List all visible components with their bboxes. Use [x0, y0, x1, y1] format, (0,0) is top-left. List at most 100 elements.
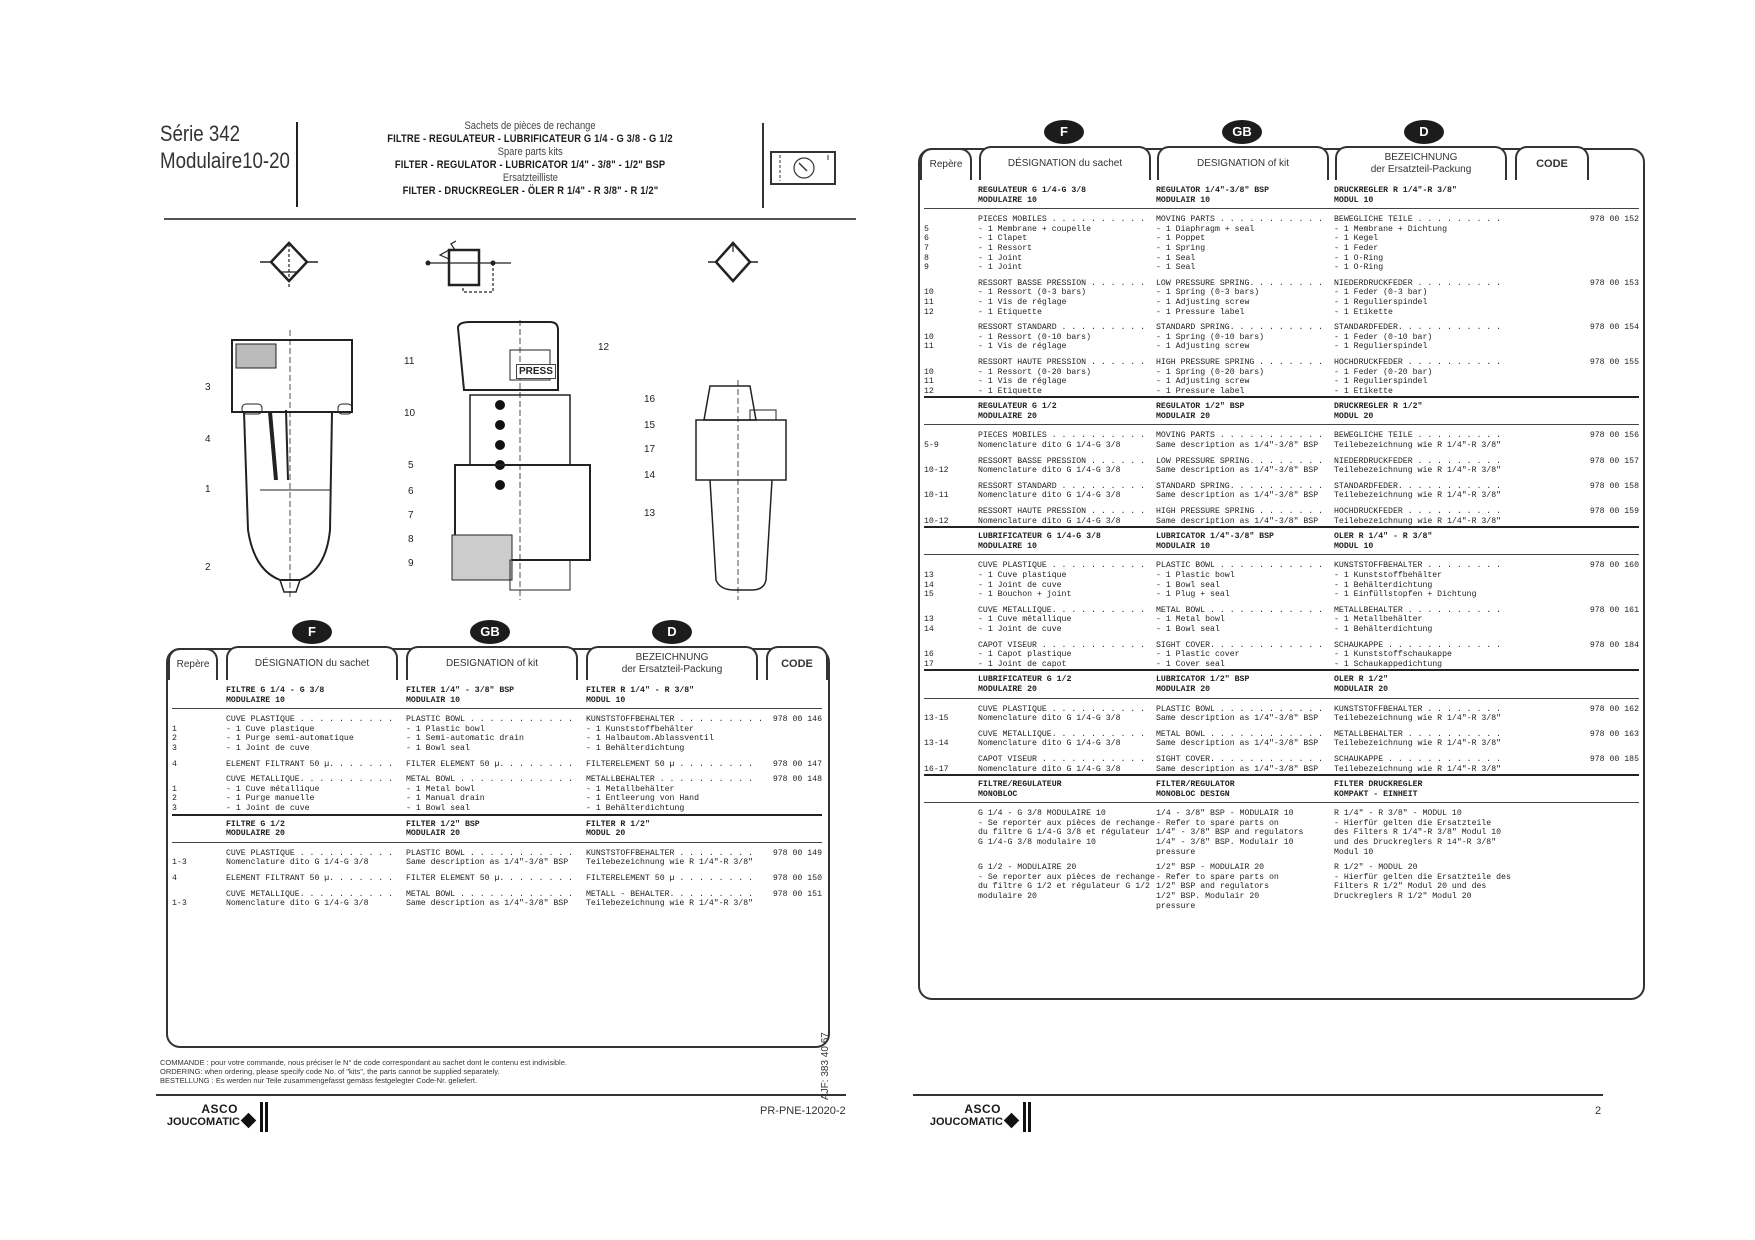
- callout-5: 5: [408, 460, 414, 471]
- title-fr-main: FILTRE - REGULATEUR - LUBRIFICATEUR G 1/…: [387, 133, 673, 145]
- logo-asco: ASCO: [964, 1102, 1001, 1116]
- cell-designation-fr: CAPOT VISEUR . . . . . . . . . . . Nomen…: [978, 754, 1146, 774]
- series-number: Série 342: [160, 121, 241, 146]
- cell-repere: 13-15: [924, 714, 949, 724]
- cell-designation-gb: SIGHT COVER. . . . . . . . . . . . - 1 P…: [1156, 640, 1324, 669]
- cell-repere: 5 6 7 8 9: [924, 224, 929, 273]
- cell-designation-gb: FILTER ELEMENT 50 µ. . . . . . . .: [406, 759, 574, 769]
- document-title: Sachets de pièces de rechange FILTRE - R…: [330, 120, 730, 198]
- cell-designation-fr: RESSORT STANDARD . . . . . . . . . - 1 R…: [978, 323, 1146, 352]
- logo-asco: ASCO: [201, 1102, 238, 1116]
- cell-designation-gb: STANDARD SPRING. . . . . . . . . . Same …: [1156, 481, 1324, 501]
- title-gb-sub: Spare parts kits: [497, 146, 563, 158]
- callout-2: 2: [205, 562, 211, 573]
- section-header: LUBRIFICATEUR G 1/2 MODULAIRE 20 LUBRICAT…: [924, 669, 1639, 699]
- cell-code: 978 00 163: [1589, 729, 1639, 739]
- section-title-de: ÖLER R 1/2" MODULAIR 20: [1334, 675, 1389, 694]
- cell-designation-fr: CAPOT VISEUR . . . . . . . . . . . - 1 C…: [978, 640, 1146, 669]
- badge-french: F: [292, 620, 332, 644]
- header-rule: [164, 218, 856, 220]
- cell-designation-de: KUNSTSTOFFBEHÄLTER . . . . . . . . - 1 K…: [1334, 561, 1502, 600]
- cell-designation-gb: HIGH PRESSURE SPRING . . . . . . . Same …: [1156, 507, 1324, 526]
- callout-12: 12: [598, 342, 610, 353]
- badge-english: GB: [1222, 120, 1262, 144]
- cell-designation-de: R 1/2" - MODUL 20 - Hierfür gelten die E…: [1334, 863, 1511, 902]
- cell-designation-gb: METAL BOWL . . . . . . . . . . . . - 1 M…: [406, 775, 574, 813]
- cell-designation-fr: CUVE PLASTIQUE . . . . . . . . . . - 1 C…: [226, 715, 394, 753]
- cell-code: 978 00 156: [1589, 431, 1639, 441]
- logo-joucomatic: JOUCOMATIC: [929, 1116, 1003, 1128]
- logo-bars-icon: [1023, 1102, 1031, 1132]
- section-title-fr: REGULATEUR G 1/2 MODULAIRE 20: [978, 402, 1057, 421]
- cell-designation-de: METALL - BEHÄLTER. . . . . . . . . Teile…: [586, 889, 754, 909]
- press-label: PRESS: [516, 364, 556, 379]
- series-title: Série 342 Modulaire10-20: [160, 120, 290, 174]
- section-title-fr: LUBRIFICATEUR G 1/2 MODULAIRE 20: [978, 675, 1072, 694]
- section-spacer: [924, 186, 978, 205]
- cell-repere: 13 14: [924, 615, 934, 634]
- cell-designation-fr: ELEMENT FILTRANT 50 µ. . . . . . .: [226, 873, 394, 883]
- section-title-fr: FILTRE G 1/4 - G 3/8 MODULAIRE 10: [226, 686, 325, 705]
- cell-repere: 10 11 12: [924, 367, 934, 396]
- cell-designation-fr: ELEMENT FILTRANT 50 µ. . . . . . .: [226, 759, 394, 769]
- section-title-gb: LUBRICATOR 1/2" BSP MODULAIR 20: [1156, 675, 1250, 694]
- badge-english: GB: [470, 620, 510, 644]
- section-title-de: FILTER DRUCKREGLER KOMPAKT - EINHEIT: [1334, 780, 1423, 799]
- cell-designation-de: METALLBEHÄLTER . . . . . . . . . . - 1 M…: [586, 775, 754, 813]
- filter-cutaway-drawing: [231, 330, 353, 600]
- callout-16: 16: [644, 394, 656, 405]
- cell-repere: [924, 809, 978, 857]
- cell-designation-de: HOCHDRUCKFEDER . . . . . . . . . . Teile…: [1334, 507, 1502, 526]
- cell-code: 978 00 158: [1589, 481, 1639, 491]
- section-spacer: [766, 820, 822, 839]
- section-title-gb: REGULATOR 1/4"-3/8" BSP MODULAIR 10: [1156, 186, 1270, 205]
- cell-designation-gb: LOW PRESSURE SPRING. . . . . . . . - 1 S…: [1156, 278, 1324, 317]
- cell-code: 978 00 154: [1589, 323, 1639, 333]
- column-header-label: DÉSIGNATION du sachet: [1007, 158, 1123, 169]
- document-reference: PR-PNE-12020-2: [760, 1105, 846, 1117]
- cell-designation-gb: MOVING PARTS . . . . . . . . . . . Same …: [1156, 431, 1324, 451]
- section-title-gb: REGULATOR 1/2" BSP MODULAIR 20: [1156, 402, 1245, 421]
- cell-designation-gb: PLASTIC BOWL . . . . . . . . . . . - 1 P…: [406, 715, 574, 753]
- cell-code: 978 00 155: [1589, 357, 1639, 367]
- column-header-label: DESIGNATION of kit: [445, 658, 539, 669]
- cell-designation-de: BEWEGLICHE TEILE . . . . . . . . . Teile…: [1334, 431, 1502, 451]
- cell-designation-gb: METAL BOWL . . . . . . . . . . . . Same …: [1156, 729, 1324, 749]
- cell-designation-gb: MOVING PARTS . . . . . . . . . . . - 1 D…: [1156, 215, 1324, 273]
- cell-code: 978 00 162: [1589, 704, 1639, 714]
- title-gb-main: FILTER - REGULATOR - LUBRICATOR 1/4" - 3…: [394, 159, 666, 171]
- section-spacer: [1534, 675, 1639, 694]
- logo-diamond-icon: [1003, 1112, 1020, 1129]
- column-header-label: der Ersatzteil-Packung: [1370, 164, 1472, 175]
- column-header-code: CODE: [766, 646, 828, 680]
- table-row: G 1/4 - G 3/8 MODULAIRE 10 - Se reporter…: [924, 803, 1639, 857]
- order-note-fr: COMMANDE : pour votre commande, nous pré…: [160, 1058, 567, 1067]
- cell-designation-fr: PIECES MOBILES . . . . . . . . . . Nomen…: [978, 431, 1146, 451]
- badge-french: F: [1044, 120, 1084, 144]
- cell-designation-fr: RESSORT BASSE PRESSION . . . . . . - 1 R…: [978, 278, 1146, 317]
- section-spacer: [1534, 780, 1639, 799]
- column-header-gb: DESIGNATION of kit: [1157, 146, 1329, 180]
- cell-repere: [924, 863, 978, 911]
- badge-german: D: [652, 620, 692, 644]
- section-spacer: [172, 686, 226, 705]
- cell-designation-fr: G 1/2 - MODULAIRE 20 - Se reporter aux p…: [978, 863, 1155, 902]
- section-title-fr: FILTRE G 1/2 MODULAIRE 20: [226, 819, 285, 839]
- cell-designation-fr: CUVE PLASTIQUE . . . . . . . . . . Nomen…: [226, 848, 394, 868]
- cell-repere: 10-12: [924, 516, 949, 526]
- cell-designation-de: METALLBEHÄLTER . . . . . . . . . . - 1 M…: [1334, 605, 1502, 634]
- section-title-de: DRUCKREGLER R 1/2" MODUL 20: [1334, 402, 1423, 421]
- cell-designation-gb: PLASTIC BOWL . . . . . . . . . . . Same …: [406, 848, 574, 868]
- section-spacer: [1534, 532, 1639, 551]
- column-header-label: Repère: [176, 659, 210, 670]
- regulator-symbol-icon: [425, 240, 511, 293]
- cell-repere: 13-14: [924, 739, 949, 749]
